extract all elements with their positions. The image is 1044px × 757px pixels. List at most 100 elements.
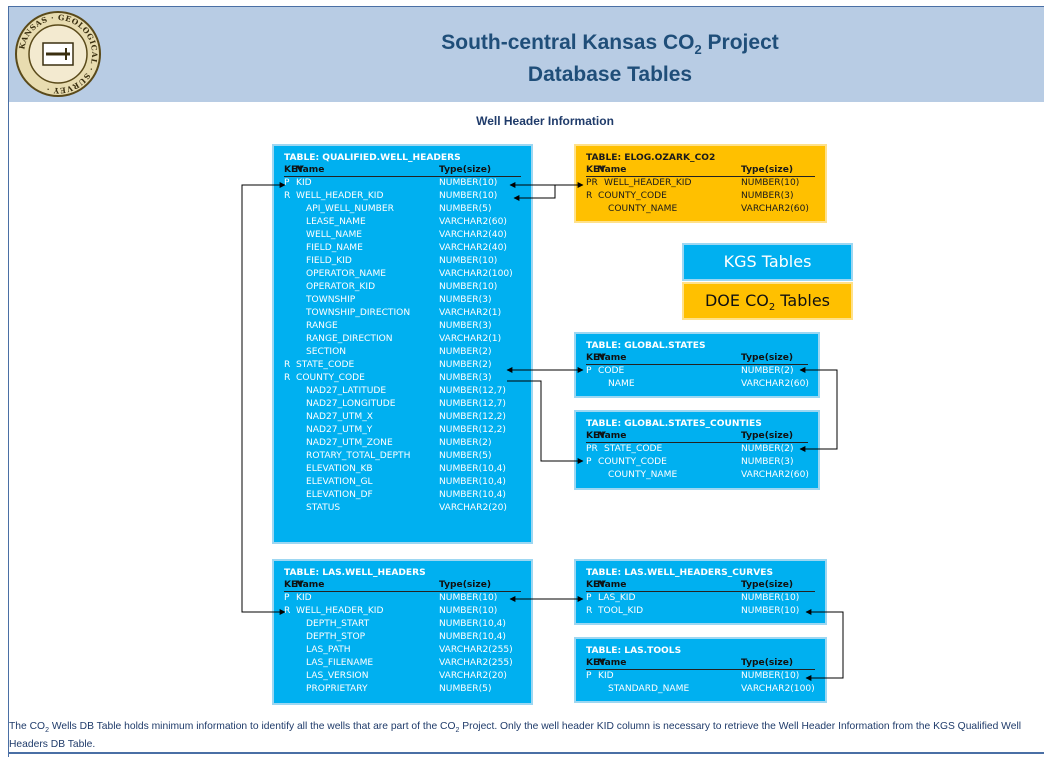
legend-kgs-tables: KGS Tables <box>684 245 851 279</box>
column-header-key: KEY <box>284 165 304 175</box>
footer-note: The CO2 Wells DB Table holds minimum inf… <box>9 721 1022 751</box>
row-key: P <box>586 457 592 467</box>
row-name: TOWNSHIP_DIRECTION <box>306 308 411 318</box>
row-type: VARCHAR2(100) <box>741 684 815 694</box>
row-type: NUMBER(3) <box>439 321 492 331</box>
row-name: NAD27_UTM_X <box>306 412 373 422</box>
row-type: NUMBER(12,2) <box>439 412 506 422</box>
row-name: LAS_FILENAME <box>306 658 374 668</box>
row-type: NUMBER(10) <box>741 178 800 188</box>
table-name: TABLE: GLOBAL.STATES_COUNTIES <box>586 419 762 429</box>
row-key: P <box>284 593 290 603</box>
row-type: VARCHAR2(255) <box>439 658 513 668</box>
row-type: NUMBER(2) <box>439 347 492 357</box>
column-header-key: KEY <box>586 165 606 175</box>
row-name: PROPRIETARY <box>306 684 368 694</box>
row-key: R <box>284 191 291 201</box>
row-name: STATE_CODE <box>296 360 355 370</box>
row-type: VARCHAR2(255) <box>439 645 513 655</box>
row-type: VARCHAR2(60) <box>741 379 809 389</box>
row-type: VARCHAR2(20) <box>439 503 507 513</box>
legend-doe-co2-tables: DOE CO2 Tables <box>684 284 851 318</box>
row-type: NUMBER(10) <box>439 256 498 266</box>
row-name: ELEVATION_GL <box>306 477 373 487</box>
row-type: VARCHAR2(40) <box>439 230 507 240</box>
row-type: NUMBER(10) <box>439 178 498 188</box>
row-name: API_WELL_NUMBER <box>306 204 394 214</box>
row-type: VARCHAR2(60) <box>439 217 507 227</box>
row-name: NAD27_LATITUDE <box>306 386 387 396</box>
row-name: STANDARD_NAME <box>608 684 690 694</box>
row-type: VARCHAR2(1) <box>439 308 502 318</box>
row-name: FIELD_NAME <box>306 243 363 253</box>
row-name: SECTION <box>306 347 347 357</box>
row-name: COUNTY_CODE <box>296 373 365 383</box>
row-key: P <box>586 593 592 603</box>
row-type: VARCHAR2(60) <box>741 470 809 480</box>
row-name: OPERATOR_KID <box>306 282 376 292</box>
row-type: NUMBER(12,7) <box>439 386 506 396</box>
row-name: NAD27_UTM_ZONE <box>306 438 393 448</box>
column-header-type: Type(size) <box>439 165 492 175</box>
column-header-name: Name <box>597 658 627 668</box>
column-header-key: KEY <box>586 353 606 363</box>
diagram-caption: Well Header Information <box>476 114 614 128</box>
row-name: STATUS <box>306 503 341 513</box>
row-name: COUNTY_CODE <box>598 191 667 201</box>
row-type: VARCHAR2(20) <box>439 671 507 681</box>
row-type: NUMBER(2) <box>439 438 492 448</box>
bottom-rule <box>9 752 1044 754</box>
table-name: TABLE: ELOG.OZARK_CO2 <box>586 153 716 163</box>
row-type: NUMBER(10) <box>439 593 498 603</box>
column-header-type: Type(size) <box>741 165 794 175</box>
row-name: WELL_NAME <box>306 230 363 240</box>
row-type: NUMBER(10,4) <box>439 619 506 629</box>
row-name: KID <box>296 178 312 188</box>
column-header-name: Name <box>295 165 325 175</box>
row-type: VARCHAR2(100) <box>439 269 513 279</box>
row-type: NUMBER(10) <box>439 191 498 201</box>
row-name: ELEVATION_KB <box>306 464 373 474</box>
row-type: NUMBER(3) <box>439 295 492 305</box>
row-key: R <box>284 606 291 616</box>
column-header-key: KEY <box>586 658 606 668</box>
row-name: LAS_VERSION <box>306 671 369 681</box>
column-header-type: Type(size) <box>741 580 794 590</box>
column-header-name: Name <box>597 580 627 590</box>
table-name: TABLE: GLOBAL.STATES <box>586 341 706 351</box>
row-type: NUMBER(3) <box>439 373 492 383</box>
row-name: LEASE_NAME <box>306 217 366 227</box>
row-name: NAD27_LONGITUDE <box>306 399 396 409</box>
row-type: NUMBER(10) <box>741 593 800 603</box>
column-header-name: Name <box>597 431 627 441</box>
row-key: R <box>586 191 593 201</box>
row-name: KID <box>598 671 614 681</box>
table-name: TABLE: QUALIFIED.WELL_HEADERS <box>284 153 461 163</box>
column-header-name: Name <box>295 580 325 590</box>
column-header-name: Name <box>597 353 627 363</box>
row-type: NUMBER(10) <box>741 606 800 616</box>
row-name: COUNTY_NAME <box>608 204 678 214</box>
column-header-type: Type(size) <box>741 658 794 668</box>
row-type: NUMBER(10,4) <box>439 464 506 474</box>
row-key: R <box>284 373 291 383</box>
table-name: TABLE: LAS.WELL_HEADERS <box>284 568 426 578</box>
column-header-key: KEY <box>586 431 606 441</box>
row-name: FIELD_KID <box>306 256 352 266</box>
table-name: TABLE: LAS.WELL_HEADERS_CURVES <box>586 568 774 578</box>
row-name: STATE_CODE <box>604 444 663 454</box>
row-name: KID <box>296 593 312 603</box>
row-name: COUNTY_NAME <box>608 470 678 480</box>
header-banner <box>9 7 1044 102</box>
row-type: NUMBER(10) <box>741 671 800 681</box>
row-type: VARCHAR2(60) <box>741 204 809 214</box>
row-name: DEPTH_STOP <box>306 632 366 642</box>
row-type: NUMBER(10,4) <box>439 632 506 642</box>
